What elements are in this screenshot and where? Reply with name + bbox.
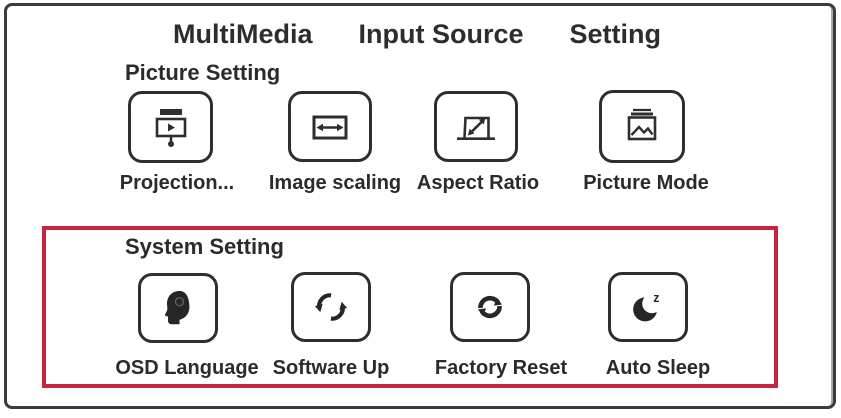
projection-label: Projection... [119,172,235,194]
moon-sleep-icon: z [625,284,671,330]
outer-frame [4,3,836,409]
tab-setting[interactable]: Setting [569,19,662,49]
head-profile-icon [155,285,201,331]
factory-reset-button[interactable] [450,272,530,342]
projection-screen-icon [147,103,195,151]
image-scaling-button[interactable] [288,91,372,162]
picture-mode-label: Picture Mode [583,172,709,194]
aspect-ratio-label: Aspect Ratio [416,172,540,194]
auto-sleep-button[interactable]: z [608,272,688,342]
software-up-label: Software Up [272,357,390,379]
refresh-circle-icon [467,284,513,330]
picture-mode-button[interactable] [599,90,685,163]
osd-language-button[interactable] [138,273,218,343]
software-up-button[interactable] [291,272,371,342]
factory-reset-label: Factory Reset [434,357,568,379]
image-scaling-label: Image scaling [268,172,402,194]
system-setting-title: System Setting [125,234,284,259]
tab-input-source[interactable]: Input Source [358,19,524,49]
projection-button[interactable] [128,91,213,163]
top-nav: MultiMedia Input Source Setting [173,19,661,50]
picture-mode-icon [618,103,666,151]
aspect-ratio-button[interactable] [434,91,518,162]
osd-language-label: OSD Language [115,357,259,379]
sync-arrows-icon [308,284,354,330]
system-setting-highlight-box [42,226,778,388]
image-scaling-icon [306,103,354,151]
tab-multimedia[interactable]: MultiMedia [173,19,313,49]
auto-sleep-label: Auto Sleep [605,357,711,379]
picture-setting-title: Picture Setting [125,60,281,85]
aspect-ratio-icon [452,103,500,151]
svg-text:z: z [653,291,659,305]
